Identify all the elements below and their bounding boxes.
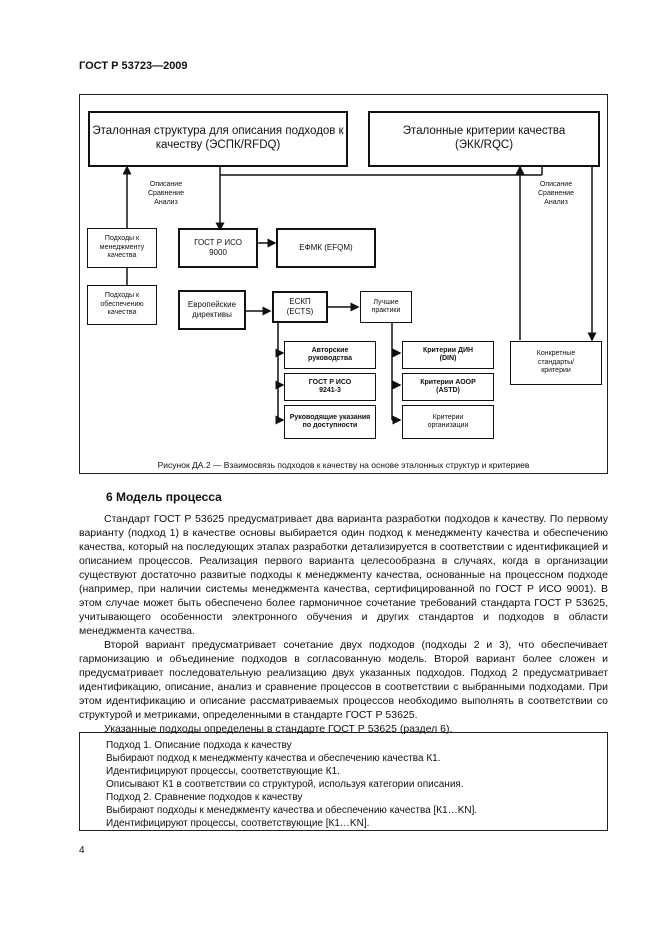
box-line-7: Идентифицируют процессы, соответствующие…	[106, 818, 370, 829]
connector-lines	[122, 165, 597, 425]
box-gost9241: ГОСТ Р ИСО 9241-3	[284, 373, 376, 401]
approach-assur-label: Подходы к обеспечению качества	[100, 292, 144, 317]
label-left: Описание Сравнение Анализ	[148, 181, 184, 206]
espk-box: Эталонная структура для описания подходо…	[88, 111, 348, 167]
author-label: Авторские руководства	[308, 346, 352, 362]
label-right: Описание Сравнение Анализ	[538, 181, 574, 206]
best-label: Лучшие практики	[371, 298, 401, 314]
approach-mgmt-label: Подходы к менеджменту качества	[99, 235, 145, 260]
box-gost-iso9000: ГОСТ Р ИСО 9000	[178, 228, 258, 268]
box-line-5: Подход 2. Сравнение подходов к качеству	[106, 792, 303, 803]
section-title: 6 Модель процесса	[106, 490, 222, 504]
body-text: Стандарт ГОСТ Р 53625 предусматривает дв…	[79, 512, 608, 736]
box-din: Критерии ДИН (DIN)	[402, 341, 494, 369]
box-approach-mgmt: Подходы к менеджменту качества	[87, 228, 157, 268]
box-line-2: Выбирают подход к менеджменту качества и…	[106, 753, 441, 764]
access-label: Руководящие указания по доступности	[289, 413, 371, 429]
box-access: Руководящие указания по доступности	[284, 405, 376, 439]
page-header: ГОСТ Р 53723—2009	[79, 60, 188, 72]
box-org: Критерии организации	[402, 405, 494, 439]
ects-label: ЕСКП (ECTS)	[286, 297, 314, 316]
box-european: Европейские директивы	[178, 290, 246, 330]
box-astd: Критерии АООР (ASTD)	[402, 373, 494, 401]
paragraph-2: Второй вариант предусматривает сочетание…	[79, 639, 608, 721]
box-ects: ЕСКП (ECTS)	[272, 291, 328, 323]
box-line-6: Выбирают подходы к менеджменту качества …	[106, 805, 478, 816]
espk-label: Эталонная структура для описания подходо…	[92, 125, 344, 151]
box-efqm: ЕФМК (EFQM)	[276, 228, 376, 268]
ekk-box: Эталонные критерии качества (ЭКК/RQC)	[368, 111, 600, 167]
box-approach-assur: Подходы к обеспечению качества	[87, 285, 157, 325]
gost9241-label: ГОСТ Р ИСО 9241-3	[308, 378, 352, 394]
box-author: Авторские руководства	[284, 341, 376, 369]
concrete-label: Конкретные стандарты/ критерии	[536, 350, 576, 375]
approach-box: Подход 1. Описание подхода к качеству Вы…	[79, 732, 608, 831]
gost-iso9000-label: ГОСТ Р ИСО 9000	[194, 238, 242, 257]
ekk-label: Эталонные критерии качества (ЭКК/RQC)	[402, 125, 566, 151]
page-number: 4	[79, 845, 85, 856]
box-best: Лучшие практики	[360, 291, 412, 323]
paragraph-1: Стандарт ГОСТ Р 53625 предусматривает дв…	[79, 513, 608, 637]
din-label: Критерии ДИН (DIN)	[422, 346, 474, 362]
box-line-1: Подход 1. Описание подхода к качеству	[106, 740, 292, 751]
astd-label: Критерии АООР (ASTD)	[420, 378, 476, 394]
box-concrete: Конкретные стандарты/ критерии	[510, 341, 602, 385]
european-label: Европейские директивы	[187, 300, 237, 319]
efqm-label: ЕФМК (EFQM)	[299, 243, 353, 253]
box-line-3: Идентифицируют процессы, соответствующие…	[106, 766, 340, 777]
org-label: Критерии организации	[427, 413, 469, 429]
figure-caption: Рисунок ДА.2 — Взаимосвязь подходов к ка…	[157, 460, 530, 470]
box-line-4: Описывают К1 в соответствии со структуро…	[106, 779, 464, 790]
figure-frame: Эталонная структура для описания подходо…	[79, 94, 608, 474]
